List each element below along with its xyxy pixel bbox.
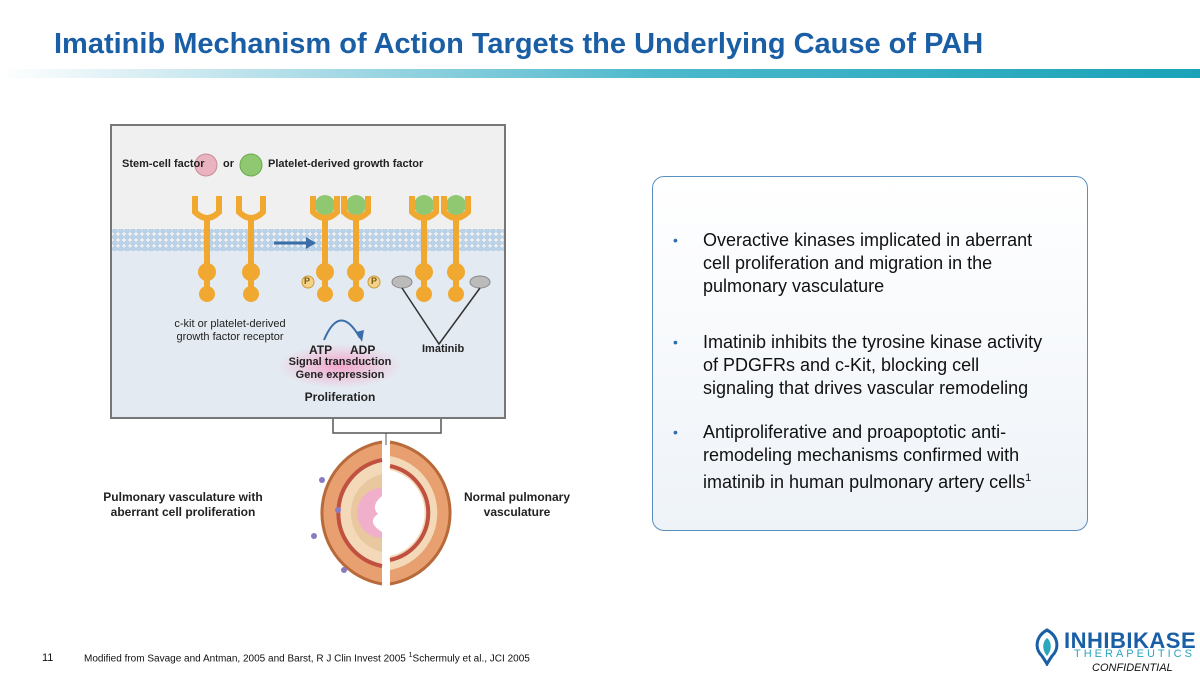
or-label: or — [223, 158, 234, 170]
diseased-vessel-label-line2: aberrant cell proliferation — [110, 505, 256, 519]
normal-vessel-label-line2: vasculature — [483, 505, 551, 519]
reference-text-2: Schermuly et al., JCI 2005 — [412, 653, 530, 665]
phospho-group-right — [367, 275, 381, 289]
phospho-group-left — [301, 275, 315, 289]
receptor-pair-unbound — [192, 196, 266, 302]
bullet-item-1: • Overactive kinases implicated in aberr… — [673, 229, 1055, 298]
bullet-text-2: Imatinib inhibits the tyrosine kinase ac… — [703, 332, 1043, 398]
reference-sup: 1 — [408, 652, 413, 659]
pdgf-label: Platelet-derived growth factor — [268, 158, 424, 170]
confidential-label: CONFIDENTIAL — [1092, 662, 1173, 674]
normal-vessel-half — [389, 440, 452, 586]
stem-cell-factor-icon — [194, 153, 218, 177]
bullet-dot-icon: • — [673, 334, 678, 350]
bullet-text-1: Overactive kinases implicated in aberran… — [703, 230, 1033, 296]
bullet-text-3: Antiproliferative and proapoptotic anti-… — [703, 422, 1026, 492]
reference-note: Modified from Savage and Antman, 2005 an… — [84, 652, 530, 664]
title-underline-bar — [0, 69, 1200, 78]
vessel-cross-sections — [311, 440, 452, 586]
mechanism-diagram: Stem-cell factor or Platelet-derived gro… — [110, 124, 506, 419]
receptor-pair-activated — [301, 195, 381, 302]
page-number: 11 — [42, 652, 54, 664]
imatinib-pointer-lines — [401, 287, 481, 346]
company-logo: INHIBIKASE THERAPEUTICS — [1030, 626, 1197, 666]
normal-vessel-label-line1: Normal pulmonary — [463, 490, 571, 504]
diseased-vessel-label-line1: Pulmonary vasculature with — [103, 490, 263, 504]
stem-cell-factor-label: Stem-cell factor — [122, 158, 205, 170]
pdgf-icon — [239, 153, 263, 177]
receptor-label-line2: growth factor receptor — [176, 331, 284, 343]
bullet-3-footnote: 1 — [1025, 472, 1032, 484]
receptor-label-line1: c-kit or platelet-derived — [174, 318, 286, 330]
imatinib-label: Imatinib — [422, 343, 465, 355]
page-title: Imatinib Mechanism of Action Targets the… — [54, 28, 984, 60]
phospho-label-left: P — [304, 276, 311, 286]
logo-name: INHIBIKASE — [1064, 628, 1197, 653]
atp-label: ATP — [309, 343, 333, 357]
receptor-pair-imatinib-bound — [391, 195, 491, 346]
adp-label: ADP — [350, 343, 376, 357]
bullet-dot-icon: • — [673, 424, 678, 440]
gene-expression-label: Gene expression — [295, 369, 385, 381]
bullet-item-2: • Imatinib inhibits the tyrosine kinase … — [673, 331, 1055, 400]
phospho-label-right: P — [371, 276, 378, 286]
diseased-vessel-half — [311, 440, 383, 586]
bullet-text-3-wrap: Antiproliferative and proapoptotic anti-… — [675, 421, 1055, 494]
signal-transduction-label: Signal transduction — [288, 356, 392, 368]
bullet-dot-icon: • — [673, 232, 678, 248]
reference-text: Modified from Savage and Antman, 2005 an… — [84, 653, 409, 665]
logo-mark-icon — [1035, 628, 1059, 666]
logo-subtitle: THERAPEUTICS — [1074, 648, 1195, 660]
signal-glow — [278, 344, 402, 388]
key-points-box: • Overactive kinases implicated in aberr… — [652, 176, 1088, 531]
proliferation-label: Proliferation — [304, 390, 376, 404]
mechanism-diagram-graphic — [112, 153, 504, 417]
bullet-item-3: • Antiproliferative and proapoptotic ant… — [673, 421, 1055, 494]
